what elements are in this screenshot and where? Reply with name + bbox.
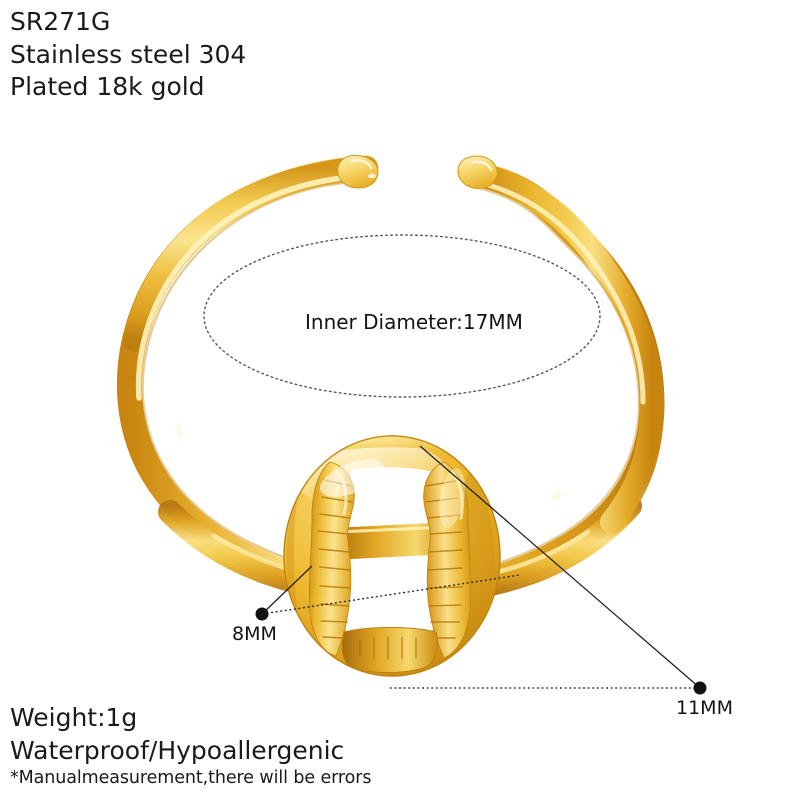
cowrie-shell-charm [283,435,501,677]
band-highlight-left [135,173,363,401]
inner-diameter-label: Inner Diameter:17MM [305,310,523,334]
sku-text: SR271G [10,7,111,36]
shell-specular-right [439,468,465,528]
band-glint-b [549,491,563,501]
callout-11mm-dot [693,681,707,695]
shell-bottom-lip [341,627,438,673]
weight-text: Weight:1g [10,703,138,732]
material-text: Stainless steel 304 [10,39,247,69]
band-right-segment [458,160,665,534]
band-highlight-right [471,178,646,405]
callout-8mm-label: 8MM [232,623,277,645]
band-upper-left-segment [123,156,378,352]
callout-8mm-leader-dotted [261,574,521,615]
band-tip-right [457,155,498,189]
shell-bottom-teeth [359,636,417,660]
callout-11mm-label: 11MM [676,697,733,719]
callout-8mm-leader-solid [261,565,313,615]
shell-right-teeth [425,480,463,639]
inner-diameter-ellipse [203,234,601,398]
bottom-spec-text: Weight:1g Waterproof/Hypoallergenic *Man… [10,702,371,790]
shell-specular [319,459,385,497]
shell-outline [283,435,501,677]
callout-8mm-dot [255,607,269,621]
top-spec-text: SR271G Stainless steel 304 Plated 18k go… [10,6,246,104]
plating-text: Plated 18k gold [10,72,205,101]
shell-aperture [341,467,440,652]
features-text: Waterproof/Hypoallergenic [10,735,345,765]
disclaimer-text: *Manualmeasurement,there will be errors [10,768,372,788]
band-tip-left [337,154,379,189]
measurement-callouts: 8MM 11MM [232,445,733,719]
band-glint-c [176,422,182,438]
band-glint-a [368,173,376,179]
shell-left-shade [286,486,306,646]
callout-11mm-leader-solid [419,445,701,689]
